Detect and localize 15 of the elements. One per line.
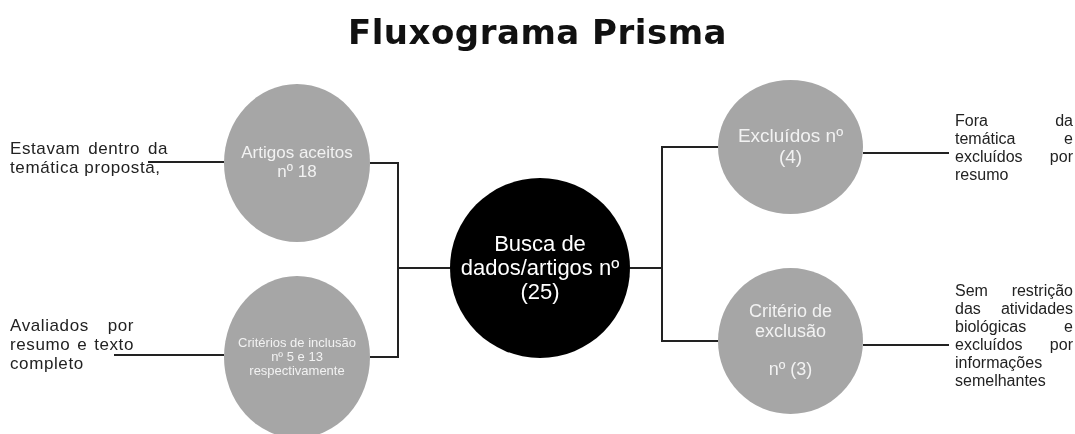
circle-node: Artigos aceitos nº 18 xyxy=(224,84,370,242)
connector-line xyxy=(862,152,950,154)
circle-node: Critério de exclusão nº (3) xyxy=(718,268,863,414)
note-text: Avaliados por resumo e texto completo xyxy=(10,316,134,374)
connector-line xyxy=(369,267,451,358)
title: Fluxograma Prisma xyxy=(346,12,729,52)
circle-node: Critérios de inclusão nº 5 e 13 respectivamente xyxy=(224,276,370,434)
connector-line xyxy=(147,161,225,163)
connector-line xyxy=(862,344,950,346)
note-text: Fora da temática e excluídos por resumo xyxy=(955,112,1073,184)
circle-node: Excluídos nº (4) xyxy=(718,80,863,214)
circle-node: Busca de dados/artigos nº (25) xyxy=(450,178,630,358)
connector-line xyxy=(113,354,225,356)
note-text: Sem restrição das atividades biológicas e excluídos por informações semelhantes xyxy=(955,282,1073,390)
note-text: Estavam dentro da temática proposta, xyxy=(10,139,168,178)
